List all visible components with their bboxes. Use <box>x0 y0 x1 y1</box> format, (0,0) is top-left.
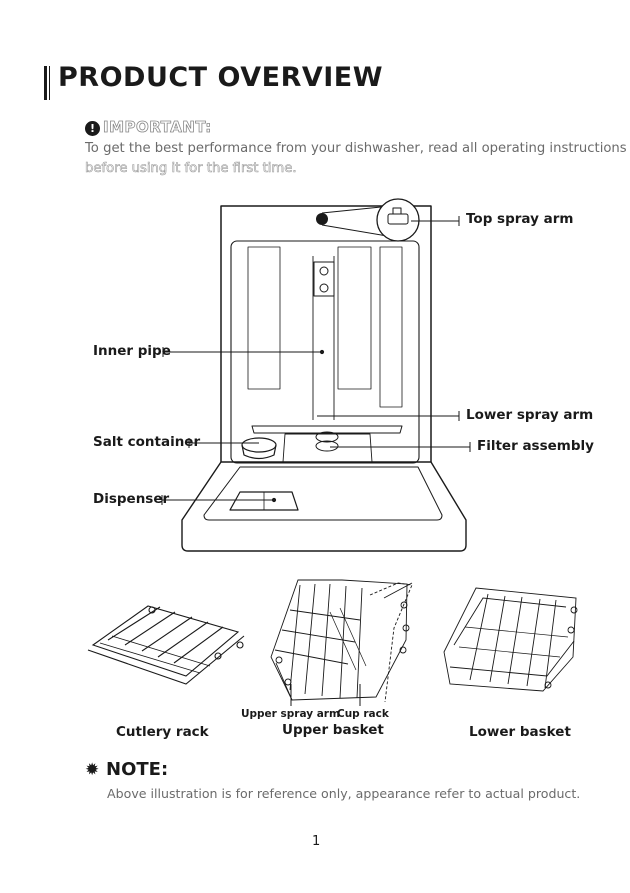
caption-lower-basket: Lower basket <box>469 724 571 740</box>
lower-basket-drawing <box>443 587 578 692</box>
page-number: 1 <box>312 834 321 849</box>
label-cup-rack: Cup rack <box>337 708 389 720</box>
dispenser-drawing <box>229 491 299 511</box>
label-salt-container: Salt container <box>93 434 201 450</box>
important-label: IMPORTANT: <box>103 118 212 137</box>
important-text-line1: To get the best performance from your di… <box>85 141 627 156</box>
lightbulb-icon: ✹ <box>85 760 100 780</box>
label-dispenser: Dispenser <box>93 491 170 507</box>
cutlery-rack-drawing <box>87 605 245 685</box>
note-text: Above illustration is for reference only… <box>107 786 581 801</box>
cabinet-outline <box>220 205 432 462</box>
caption-cutlery-rack: Cutlery rack <box>116 724 209 740</box>
label-top-spray-arm: Top spray arm <box>466 211 574 227</box>
title-accent-bar-thin <box>49 66 50 100</box>
title-accent-bar <box>44 66 47 100</box>
exclamation-icon: ! <box>85 121 100 136</box>
label-filter-assembly: Filter assembly <box>477 438 594 454</box>
upper-basket-drawing <box>270 579 413 703</box>
label-lower-spray-arm: Lower spray arm <box>466 407 594 423</box>
note-label: NOTE: <box>106 759 169 780</box>
caption-upper-basket: Upper basket <box>282 722 384 738</box>
label-inner-pipe: Inner pipe <box>93 343 171 359</box>
important-text-line2: before using it for the first time. <box>85 161 297 177</box>
door-outline <box>181 461 467 552</box>
label-upper-spray-arm: Upper spray arm <box>241 708 340 720</box>
page-title: PRODUCT OVERVIEW <box>58 62 384 93</box>
